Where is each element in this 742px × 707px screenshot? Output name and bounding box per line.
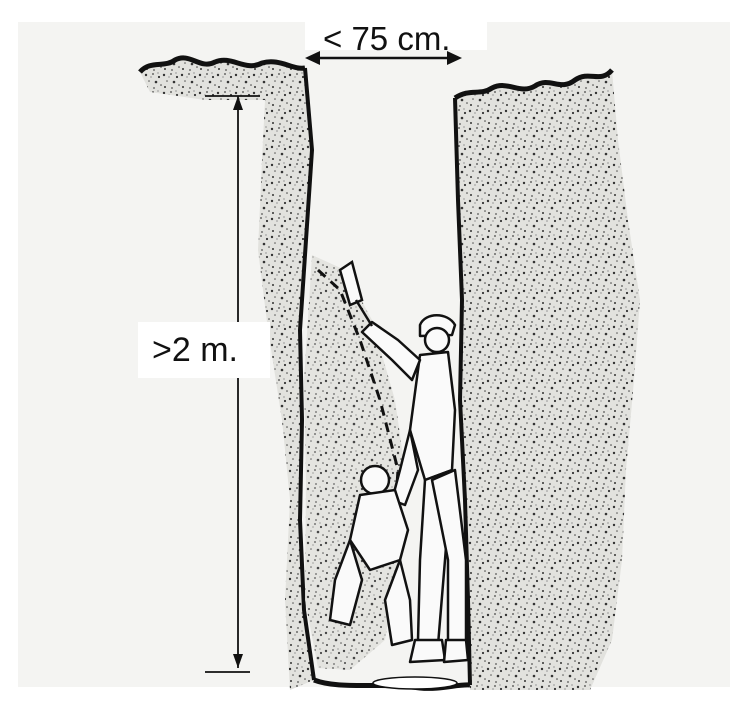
right-soil-wall [455,70,640,690]
width-label: < 75 cm. [323,20,450,58]
depth-label: >2 m. [152,331,238,370]
floor-debris [373,677,457,689]
